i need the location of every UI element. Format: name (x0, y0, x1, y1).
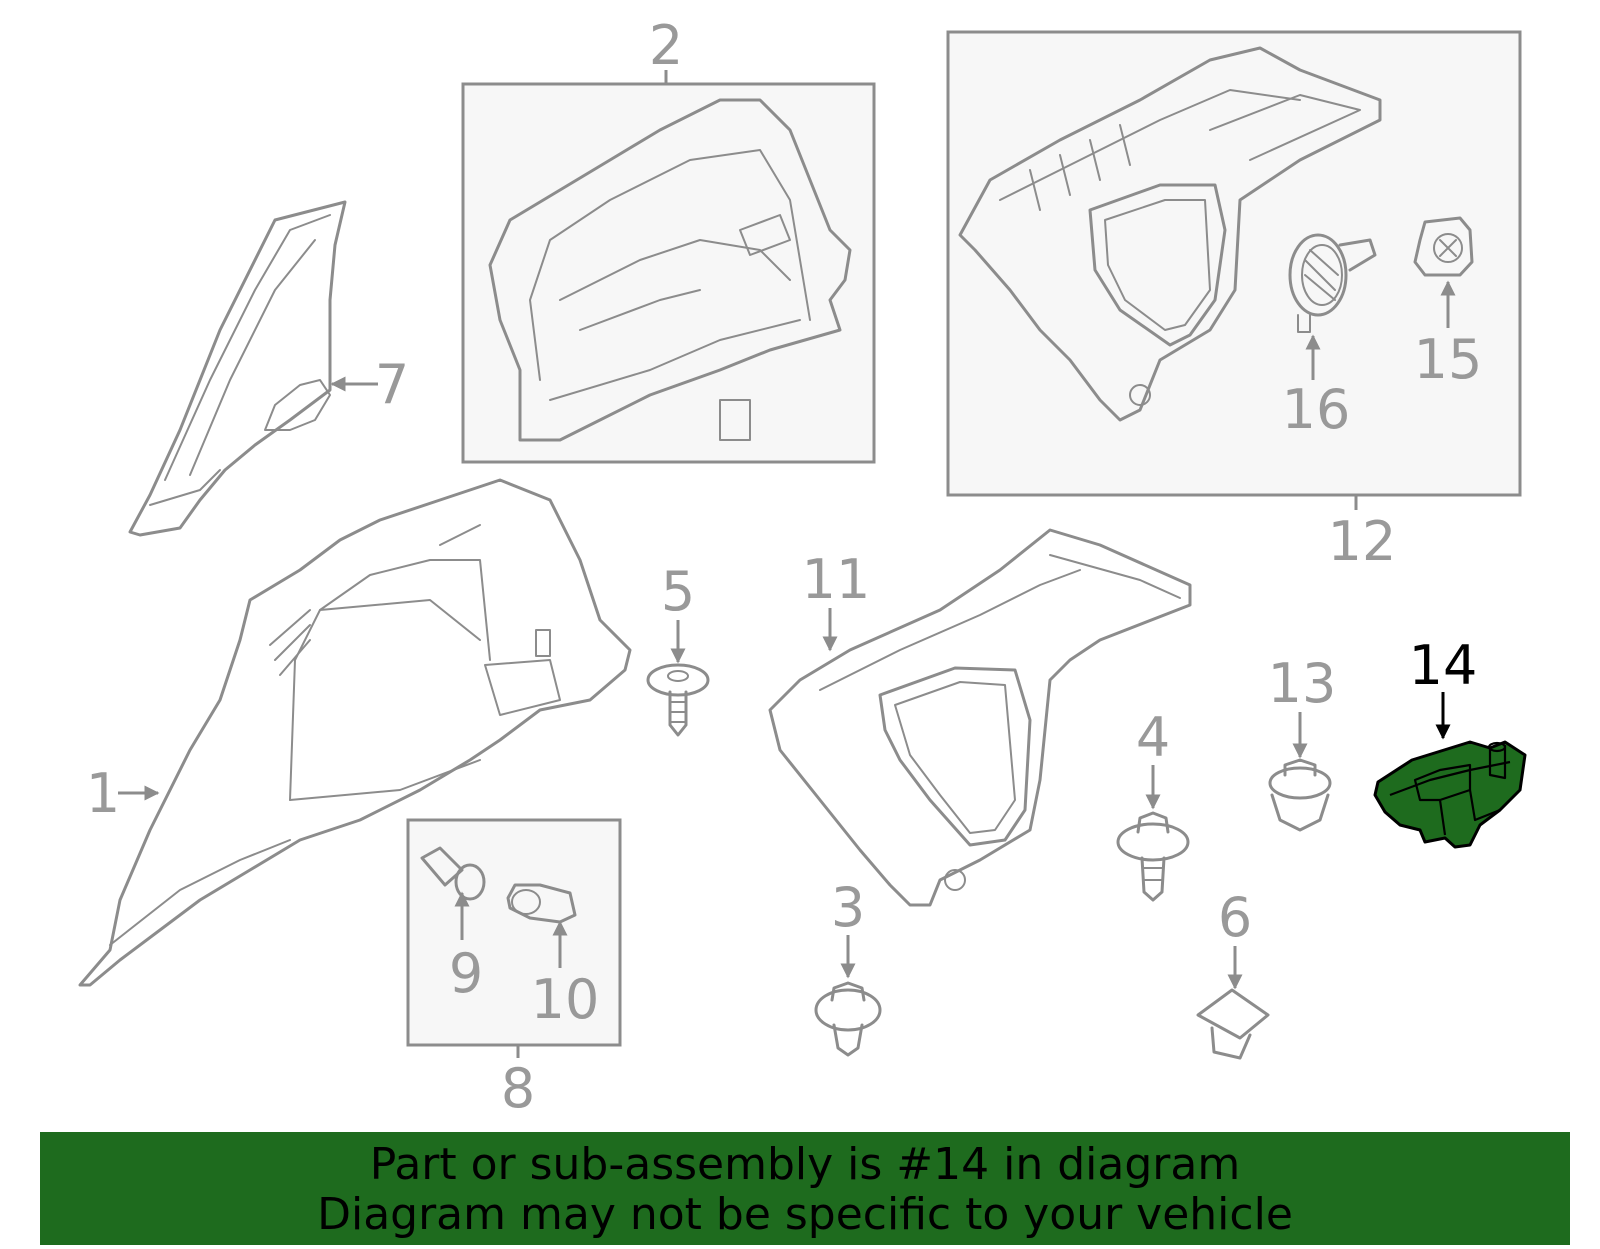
part-1-side-trim[interactable] (78, 478, 632, 987)
part-13-clip[interactable] (1268, 758, 1332, 832)
part-12-trim-panel[interactable] (958, 46, 1382, 422)
callout-5: 5 (661, 560, 695, 623)
part-2-quarter-trim[interactable] (488, 98, 852, 442)
callout-labels: 1 2 3 4 5 6 7 8 9 10 11 12 13 14 15 16 (86, 14, 1483, 1120)
callout-12: 12 (1328, 510, 1397, 573)
callout-6: 6 (1218, 886, 1252, 949)
group-box-2 (461, 70, 876, 464)
banner-line-1: Part or sub-assembly is #14 in diagram (369, 1139, 1241, 1190)
leader-arrows (118, 280, 1456, 990)
part-16-cover[interactable] (1288, 233, 1377, 333)
callout-3: 3 (831, 876, 865, 939)
callout-7: 7 (375, 353, 409, 416)
part-11-trim-panel[interactable] (768, 528, 1192, 907)
part-6-cap[interactable] (1196, 988, 1270, 1060)
callout-10: 10 (531, 968, 600, 1031)
callout-13: 13 (1268, 652, 1337, 715)
part-14-bracket-highlighted[interactable] (1373, 740, 1527, 849)
part-9-clip[interactable] (420, 846, 486, 901)
part-5-screw[interactable] (646, 663, 710, 737)
callout-14-highlighted: 14 (1409, 634, 1478, 697)
callout-9: 9 (449, 942, 483, 1005)
group-box-12 (946, 30, 1522, 510)
part-15-grommet[interactable] (1413, 216, 1474, 277)
callout-16: 16 (1282, 378, 1351, 441)
callout-8: 8 (501, 1057, 535, 1120)
info-banner: Part or sub-assembly is #14 in diagram D… (40, 1132, 1570, 1245)
callout-11: 11 (802, 548, 871, 611)
part-10-clip[interactable] (506, 883, 577, 924)
callout-2: 2 (649, 14, 683, 77)
banner-line-2: Diagram may not be specific to your vehi… (317, 1189, 1293, 1240)
callout-15: 15 (1414, 328, 1483, 391)
part-7-pillar-trim[interactable] (128, 200, 347, 537)
part-4-clip[interactable] (1116, 811, 1190, 902)
callout-1: 1 (86, 762, 120, 825)
callout-4: 4 (1136, 706, 1170, 769)
group-box-8 (406, 818, 622, 1058)
part-3-clip[interactable] (814, 981, 882, 1057)
